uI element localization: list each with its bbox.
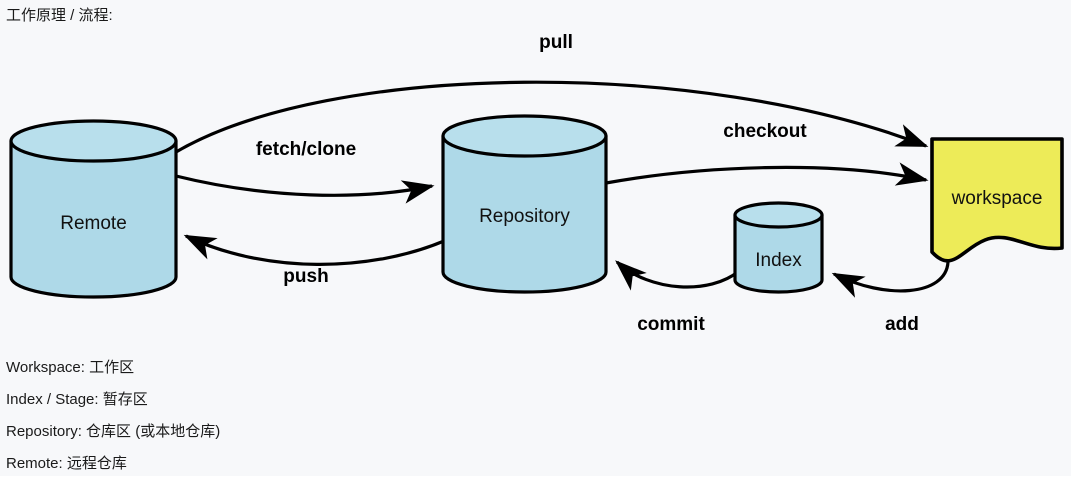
pull-arrow-path: [175, 80, 929, 154]
edge-commit: commit: [615, 260, 741, 335]
legend-item-index: Index / Stage: 暂存区: [6, 391, 148, 408]
edge-checkout: checkout: [605, 121, 929, 186]
add-arrow-path: [831, 261, 950, 298]
edge-fetch-clone: fetch/clone: [175, 139, 435, 204]
checkout-arrow-path: [605, 162, 929, 186]
node-label-repository: Repository: [479, 206, 570, 227]
node-repository[interactable]: Repository: [441, 114, 608, 294]
legend-item-workspace: Workspace: 工作区: [6, 359, 135, 376]
legend-item-repository: Repository: 仓库区 (或本地仓库): [6, 423, 221, 440]
remote-cylinder-top: [9, 119, 178, 163]
commit-arrow-path: [615, 260, 741, 291]
index-cylinder-top: [733, 201, 824, 229]
node-index[interactable]: Index: [733, 201, 824, 294]
edge-label-pull: pull: [539, 32, 573, 53]
index-cylinder-body: [733, 213, 824, 294]
fetch-clone-arrow-path: [175, 174, 435, 204]
node-label-remote: Remote: [60, 213, 127, 234]
node-label-workspace: workspace: [951, 188, 1043, 209]
workspace-document-shape: [930, 137, 1064, 263]
edge-label-push: push: [283, 266, 328, 287]
page-title: 工作原理 / 流程:: [6, 7, 113, 24]
edge-label-add: add: [885, 314, 919, 335]
legend-item-remote: Remote: 远程仓库: [6, 455, 127, 472]
edge-label-checkout: checkout: [723, 121, 807, 142]
edge-label-fetch-clone: fetch/clone: [256, 139, 356, 160]
node-workspace[interactable]: workspace: [930, 137, 1064, 263]
edge-pull: pull: [175, 32, 929, 154]
remote-cylinder-body: [9, 139, 178, 299]
edge-label-commit: commit: [637, 314, 705, 335]
push-arrow-path: [183, 234, 445, 266]
edge-push: push: [183, 234, 445, 287]
edge-add: add: [831, 261, 950, 335]
repository-cylinder-top: [441, 114, 608, 158]
legend: Workspace: 工作区 Index / Stage: 暂存区 Reposi…: [6, 352, 526, 480]
node-remote[interactable]: Remote: [9, 119, 178, 299]
node-label-index: Index: [755, 250, 802, 271]
repository-cylinder-body: [441, 134, 608, 294]
